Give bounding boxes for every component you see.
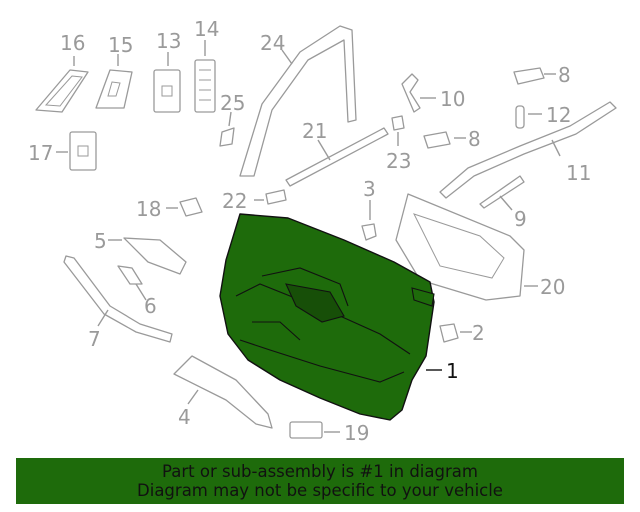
callout-22: 22 — [222, 189, 247, 213]
part-11-sill-strip — [439, 101, 617, 199]
callout-24: 24 — [260, 31, 285, 55]
part-3-clip — [361, 200, 377, 241]
part-21-strip — [285, 127, 389, 187]
callout-10: 10 — [440, 87, 465, 111]
part-9-rod — [479, 175, 525, 211]
part-20-inner-panel — [395, 193, 538, 301]
part-15-bezel — [95, 54, 133, 109]
callout-20: 20 — [540, 275, 565, 299]
part-5-bezel — [108, 237, 187, 275]
callout-1: 1 — [446, 359, 459, 383]
callout-8-lower: 8 — [468, 127, 481, 151]
part-13-panel — [153, 52, 181, 113]
callout-13: 13 — [156, 29, 181, 53]
part-7-trim — [63, 255, 173, 343]
callout-8-upper: 8 — [558, 63, 571, 87]
callout-18: 18 — [136, 197, 161, 221]
callout-15: 15 — [108, 33, 133, 57]
callout-4: 4 — [178, 405, 191, 429]
part-6-handle — [117, 265, 147, 301]
part-14-window-switch — [194, 40, 216, 113]
callout-21: 21 — [302, 119, 327, 143]
callout-7: 7 — [88, 327, 101, 351]
part-4-armrest — [173, 355, 273, 429]
callout-2: 2 — [472, 321, 485, 345]
part-10-wire — [401, 73, 436, 113]
part-16-tray — [35, 56, 89, 113]
banner-line-2: Diagram may not be specific to your vehi… — [137, 481, 503, 500]
callout-17: 17 — [28, 141, 53, 165]
parts-diagram: 1 2 3 4 5 6 7 8 8 9 10 11 12 13 14 15 16… — [28, 17, 617, 445]
part-12-pin — [515, 105, 542, 129]
banner-line-1: Part or sub-assembly is #1 in diagram — [162, 462, 478, 481]
callout-25: 25 — [220, 91, 245, 115]
callout-5: 5 — [94, 229, 107, 253]
part-17-panel — [56, 131, 97, 171]
callout-16: 16 — [60, 31, 85, 55]
part-24-frame — [239, 25, 357, 177]
part-23-clip — [391, 115, 405, 146]
part-18-clip — [166, 197, 203, 217]
callout-11: 11 — [566, 161, 591, 185]
part-25-clip — [219, 111, 235, 147]
callout-6: 6 — [144, 294, 157, 318]
part-8-bracket-lower — [423, 131, 466, 149]
callout-3: 3 — [363, 177, 376, 201]
callout-14: 14 — [194, 17, 219, 41]
callout-12: 12 — [546, 103, 571, 127]
callout-9: 9 — [514, 207, 527, 231]
part-22-clip — [254, 189, 287, 205]
info-banner: Part or sub-assembly is #1 in diagram Di… — [16, 458, 624, 504]
callout-19: 19 — [344, 421, 369, 445]
part-1-door-trim-panel[interactable] — [219, 213, 442, 421]
part-2-clip — [439, 323, 472, 343]
part-8-bracket-upper — [513, 67, 556, 85]
part-19-panel — [289, 421, 340, 439]
callout-23: 23 — [386, 149, 411, 173]
